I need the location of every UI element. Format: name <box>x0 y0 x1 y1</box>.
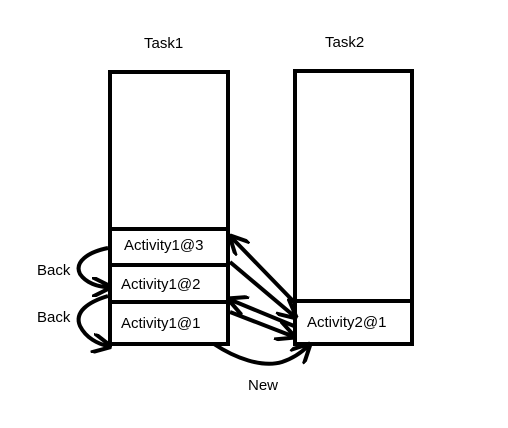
task2-stack-box <box>293 69 414 346</box>
new-label: New <box>248 377 279 394</box>
back-label-upper: Back <box>37 262 71 279</box>
back-label-lower: Back <box>37 309 71 326</box>
back-arrow-lower <box>76 294 108 346</box>
task1-activity-middle: Activity1@2 <box>121 276 201 293</box>
task1-title: Task1 <box>144 35 184 52</box>
arrow-to-activity1-3 <box>232 238 298 306</box>
task1-activity-bottom: Activity1@1 <box>121 315 201 332</box>
arrow-from-activity1-1 <box>229 310 292 336</box>
arrow-to-activity1-2 <box>231 300 295 328</box>
task1-stack-box <box>108 70 230 346</box>
task2-title: Task2 <box>325 34 365 51</box>
task2-activity-bottom: Activity2@1 <box>307 314 387 331</box>
new-arrow <box>212 344 308 366</box>
back-arrow-upper <box>76 246 108 287</box>
task1-activity-top: Activity1@3 <box>124 237 204 254</box>
arrow-from-activity1-2 <box>228 260 294 316</box>
